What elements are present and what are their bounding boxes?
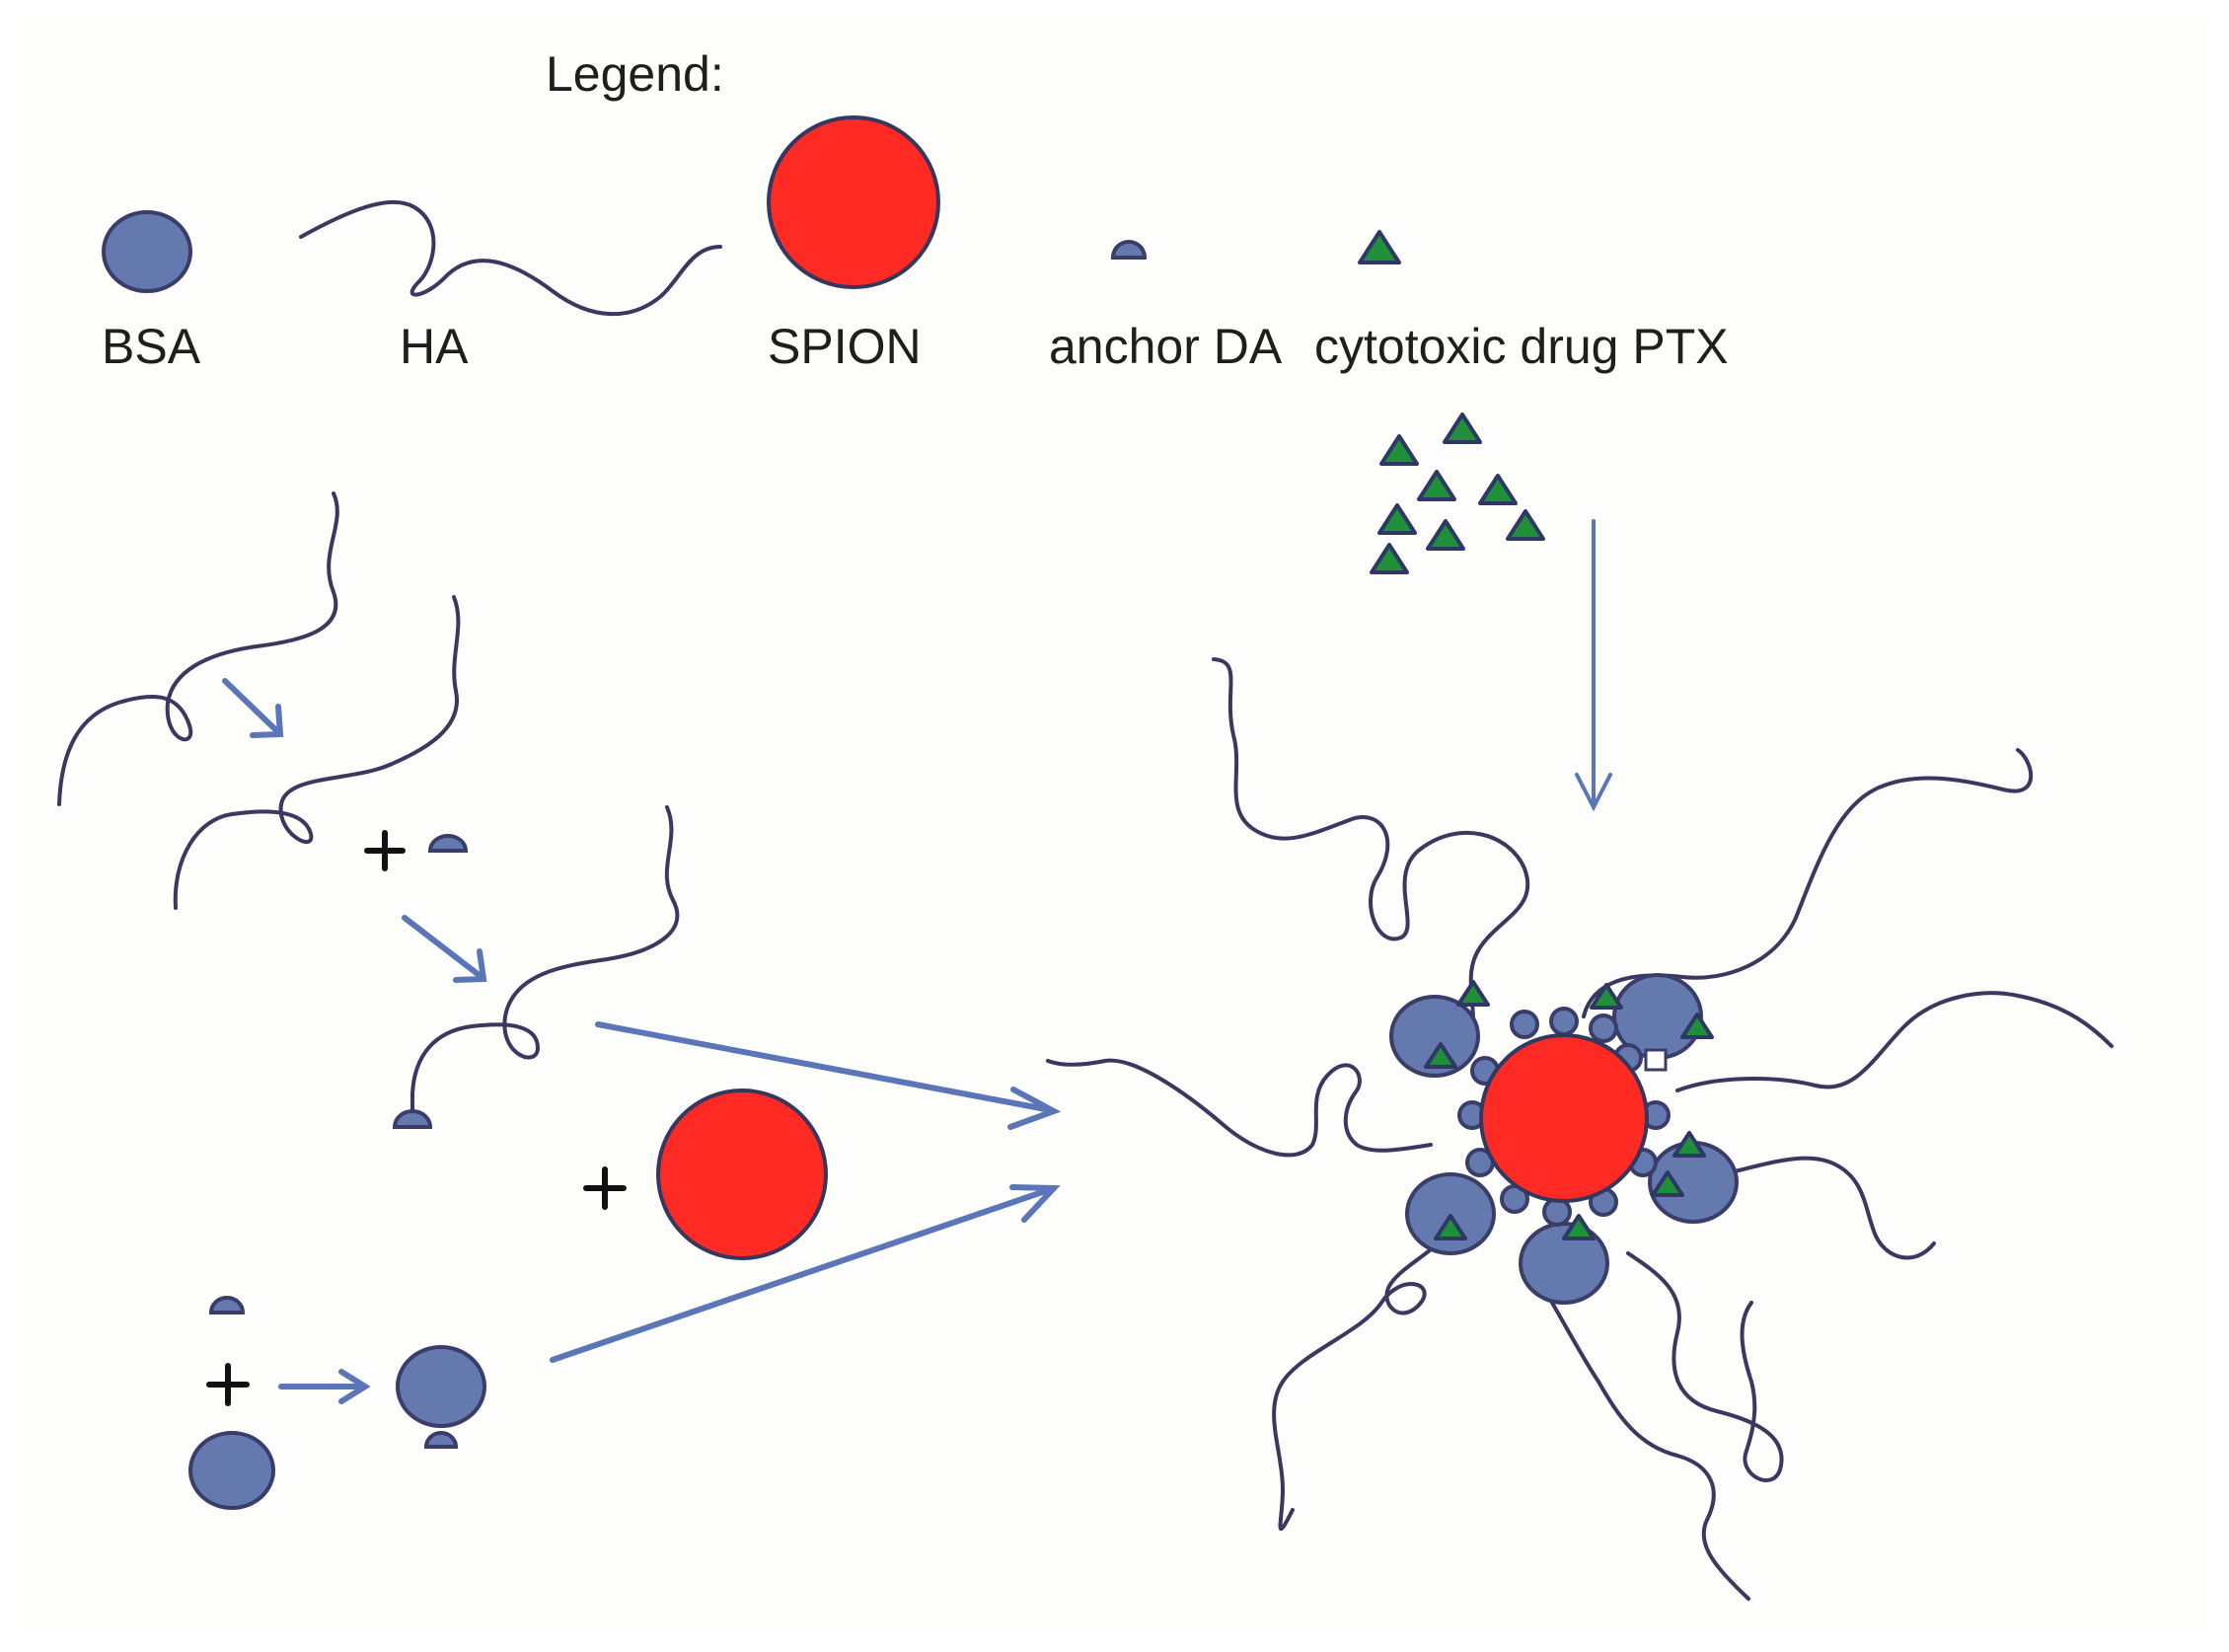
anchor-da-bead	[1549, 1007, 1579, 1036]
ptx-triangle-icon	[1379, 434, 1419, 466]
ptx-triangle-icon	[1377, 503, 1417, 535]
ha-chain	[57, 491, 339, 806]
legend-item-bsa: BSA	[102, 210, 201, 374]
legend-title: Legend:	[546, 46, 724, 102]
legend-label-anchor: anchor DA	[1049, 319, 1283, 374]
ha-chain	[1272, 1230, 1452, 1532]
arrow-drug-loading	[1575, 519, 1612, 812]
ptx-triangle-icon	[1424, 1042, 1457, 1069]
ha-chain-icon	[299, 199, 722, 317]
legend-item-ha: HA	[299, 199, 722, 374]
ptx-triangle-icon	[1651, 1170, 1684, 1197]
arrow-to-nanoparticle-lower	[550, 1184, 1061, 1363]
arrow-bsa-step	[278, 1369, 371, 1404]
legend-label-ha: HA	[400, 319, 469, 374]
arrow-to-nanoparticle-upper	[595, 1021, 1062, 1130]
spion-sphere-icon	[767, 115, 940, 289]
anchor-da-icon	[1110, 240, 1148, 260]
plus-operator	[583, 1166, 627, 1210]
arrow-ha-step2	[402, 915, 487, 983]
ptx-triangle-icon	[1590, 983, 1623, 1010]
ptx-triangle-icon	[1456, 980, 1490, 1007]
anchor-da-icon	[392, 1109, 433, 1129]
legend-label-bsa: BSA	[102, 319, 201, 374]
legend-item-spion: SPION	[767, 115, 940, 374]
ptx-triangle-icon	[1443, 413, 1482, 444]
plus-operator	[364, 830, 406, 871]
ha-chain	[1212, 657, 1530, 1048]
figure-background	[22, 18, 2207, 1631]
bsa-stalk	[1644, 1048, 1668, 1072]
ha-chain	[410, 805, 680, 1112]
ha-chain	[1675, 991, 2114, 1092]
ha-chain	[1720, 1156, 1936, 1260]
assembled-nanoparticle	[1046, 657, 2114, 1601]
legend-item-drug: cytotoxic drug PTX	[1314, 230, 1729, 374]
legend-label-spion: SPION	[768, 319, 922, 374]
bsa-da-conjugate	[396, 1345, 486, 1449]
ptx-triangle-icon	[1562, 1214, 1596, 1240]
ptx-triangle-icon	[1478, 474, 1518, 505]
legend-item-anchor: anchor DA	[1049, 240, 1283, 374]
anchor-da-icon	[208, 1296, 246, 1314]
ptx-triangle-icon	[1358, 230, 1401, 264]
ha-chain	[1046, 1058, 1433, 1158]
anchor-da-bead	[1589, 1014, 1618, 1043]
ptx-triangle-icon	[1506, 509, 1545, 541]
bsa-sphere-icon	[396, 1345, 486, 1428]
ha-chain-pair	[57, 491, 461, 910]
ptx-triangle-icon	[1417, 470, 1456, 501]
spion-sphere-icon	[656, 1089, 828, 1260]
anchor-da-bead	[1510, 1010, 1539, 1039]
anchor-da-icon	[427, 834, 469, 853]
ptx-triangle-icon	[1426, 519, 1465, 551]
ha-chain	[1626, 1251, 1784, 1483]
ptx-triangle-icon	[1434, 1214, 1467, 1240]
anchor-da-icon	[423, 1431, 459, 1449]
legend: Legend: BSA HA SPION anchor DA cytotoxic…	[102, 46, 1729, 374]
ha-da-conjugate	[392, 805, 680, 1129]
bsa-sphere-icon	[102, 210, 192, 293]
ptx-triangle-icon	[1672, 1131, 1706, 1158]
ha-chain	[1532, 1271, 1750, 1601]
spion-core	[1479, 1033, 1649, 1203]
plus-operator	[206, 1363, 250, 1406]
ptx-cluster	[1370, 413, 1545, 574]
ptx-triangle-icon	[1680, 1013, 1714, 1039]
ha-chain	[173, 595, 461, 910]
legend-label-drug: cytotoxic drug PTX	[1314, 319, 1729, 374]
arrow-ha-step1	[222, 678, 284, 738]
ptx-triangle-icon	[1370, 543, 1409, 574]
bsa-sphere-icon	[1389, 995, 1480, 1078]
bsa-sphere-icon	[188, 1431, 275, 1510]
